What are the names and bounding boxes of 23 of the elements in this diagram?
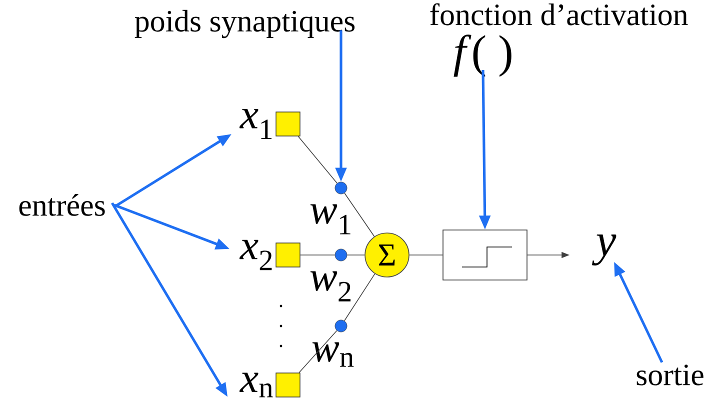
caption-text: entrées: [19, 194, 105, 216]
output-symbol: y: [592, 234, 616, 266]
caption-text: fonction d’activation f( ): [430, 3, 688, 77]
symbol-label: w$_{2}$: [310, 271, 350, 302]
connector-line: [344, 192, 375, 237]
symbol-label: x$_{n}$: [239, 372, 273, 398]
input-square: [276, 372, 300, 398]
weight-dot: [334, 320, 348, 332]
weight-dot: [334, 182, 348, 194]
symbol-label: w$_{1}$: [310, 204, 350, 234]
connector-line: [344, 273, 376, 322]
input-square: [276, 242, 300, 268]
symbol-label: x$_{2}$: [239, 240, 272, 270]
connector-line: [298, 136, 338, 184]
caption-text: sortie: [636, 364, 704, 386]
connector-line: [346, 254, 365, 256]
connector-line: [300, 254, 336, 256]
symbol-label: x$_{1}$: [239, 108, 272, 140]
connector-line: [409, 254, 443, 256]
weight-dot: [334, 248, 348, 262]
input-square: [276, 112, 300, 136]
caption-text: poids synaptiques: [134, 10, 355, 38]
step-function-box: [442, 230, 528, 280]
